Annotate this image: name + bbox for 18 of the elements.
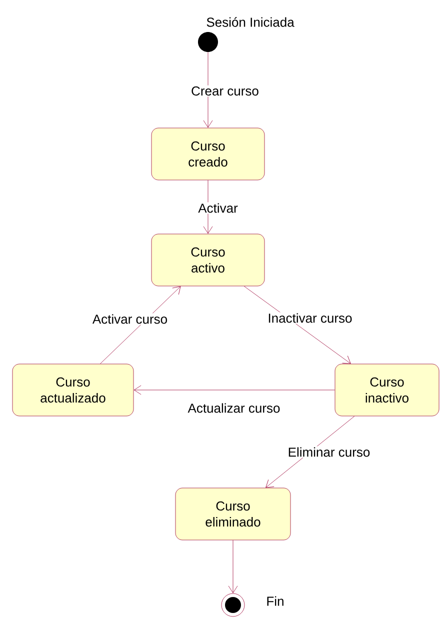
state-box: Curso eliminado — [175, 488, 291, 540]
final-state — [221, 593, 245, 617]
transition-arrow — [203, 52, 213, 128]
transition-arrow — [228, 540, 238, 594]
state-label: Fin — [267, 596, 284, 606]
state-box: Curso activo — [151, 234, 265, 286]
edge-label: Inactivar curso — [268, 313, 352, 323]
state-box: Curso actualizado — [12, 364, 134, 416]
state-box: Curso creado — [151, 128, 265, 180]
edge-label: Activar curso — [92, 314, 167, 324]
edge-label: Activar — [198, 203, 238, 213]
edge-label: Crear curso — [192, 86, 258, 96]
state-box: Curso inactivo — [334, 364, 440, 416]
edge-label: Actualizar curso — [188, 403, 280, 413]
edge-label: Eliminar curso — [288, 447, 370, 457]
initial-state — [198, 32, 218, 52]
state-label: Sesión Iniciada — [206, 17, 294, 27]
transition-arrow — [134, 385, 335, 395]
